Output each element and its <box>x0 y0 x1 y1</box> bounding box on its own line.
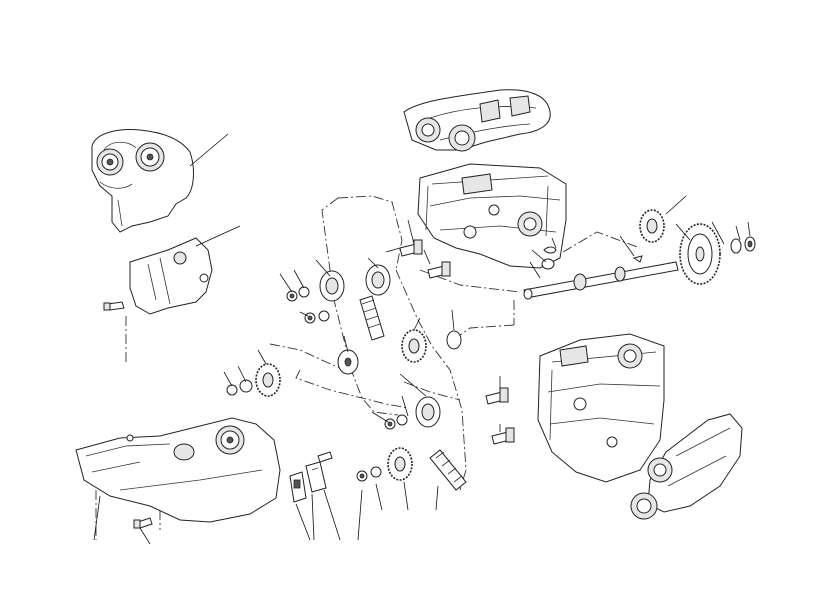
lower-tensioner-pulley <box>384 396 441 430</box>
upper-camshaft-carrier <box>403 89 551 152</box>
timing-sensor <box>289 451 333 503</box>
tensioner-studs <box>399 239 515 445</box>
lower-cylinder-head <box>537 333 665 483</box>
upper-belt-cover <box>91 129 194 233</box>
timing-belt-upper <box>359 295 385 341</box>
camshaft-washers <box>730 236 756 254</box>
upper-tensioner-pulley <box>319 264 391 302</box>
lower-cover-screw <box>133 517 153 529</box>
assembly-centre-lines <box>95 195 641 540</box>
camshaft-gear-small <box>639 209 665 243</box>
lower-camshaft-carrier <box>630 413 743 520</box>
leader-lines <box>93 133 751 545</box>
left-timing-pulley <box>226 363 281 397</box>
upper-cylinder-head <box>417 163 567 269</box>
cover-screw <box>103 301 125 311</box>
lower-belt-cover <box>129 237 213 315</box>
camshaft-gear-large <box>679 223 721 285</box>
lower-idler-pulley <box>356 447 413 482</box>
timing-belt-lower <box>429 449 467 491</box>
lower-crank-cover <box>75 417 281 523</box>
crank-timing-pulley-upper <box>337 329 462 375</box>
camshaft <box>523 261 679 300</box>
